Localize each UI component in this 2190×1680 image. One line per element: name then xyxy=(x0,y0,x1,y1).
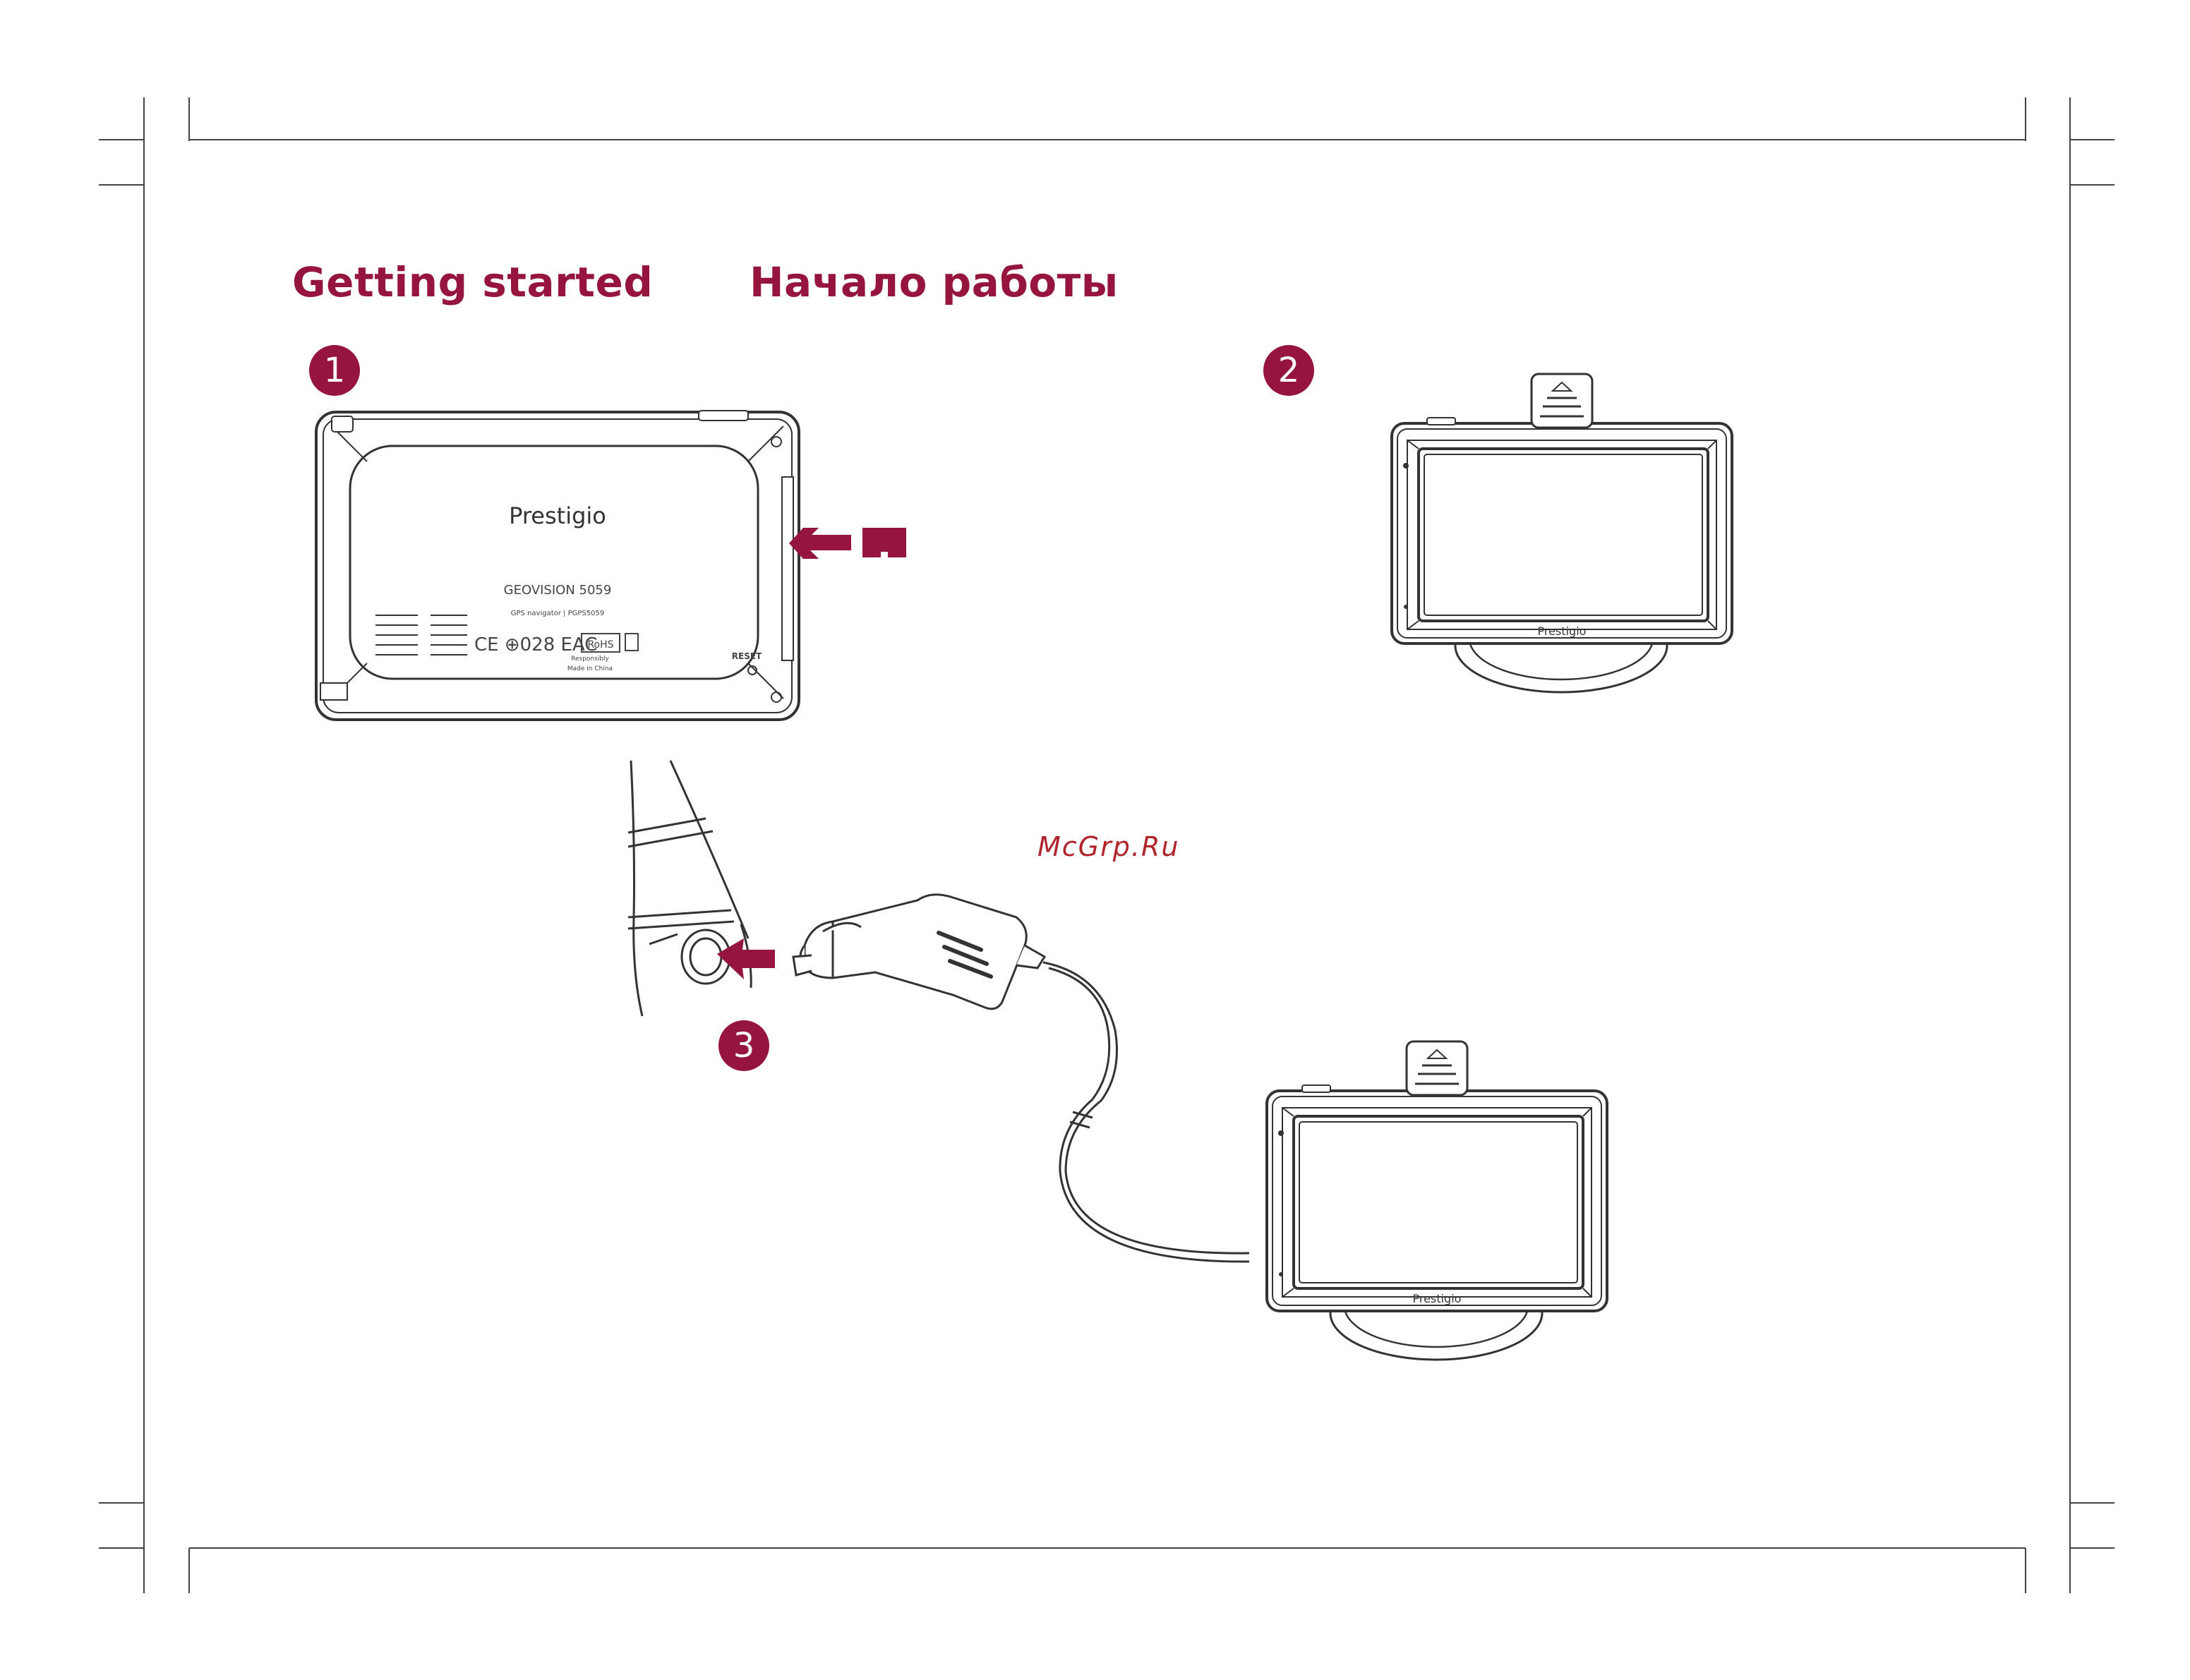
heading-english: Getting started xyxy=(292,258,653,306)
watermark: McGrp.Ru xyxy=(1037,831,1179,862)
device-front-connected-brand: Prestigio xyxy=(1413,1292,1462,1305)
device-back-illustration: Prestigio GEOVISION 5059 GPS navigator |… xyxy=(316,411,799,720)
made-in-label: Made in China xyxy=(567,665,613,672)
responsibly-label: Responsibly xyxy=(571,655,609,663)
step-badge-1: 1 xyxy=(309,345,360,396)
car-charger-icon xyxy=(793,895,1249,1262)
device-back-subtitle: GPS navigator | PGPS5059 xyxy=(511,610,604,617)
heading-russian: Начало работы xyxy=(750,258,1119,306)
reset-label: RESET xyxy=(732,651,762,661)
device-front-mounted: Prestigio xyxy=(1392,374,1732,692)
cert-marks: CE ⊕028 EAC xyxy=(474,634,597,655)
device-back-brand: Prestigio xyxy=(509,502,606,529)
device-back-model: GEOVISION 5059 xyxy=(504,583,612,598)
device-front-connected: Prestigio xyxy=(1267,1041,1607,1360)
microsd-card-icon xyxy=(862,528,906,557)
device-front-brand: Prestigio xyxy=(1538,624,1587,638)
rohs-label: RoHS xyxy=(587,639,613,651)
step-badge-2: 2 xyxy=(1263,345,1314,396)
car-socket-illustration xyxy=(628,761,751,1016)
step-badge-3: 3 xyxy=(718,1020,769,1071)
